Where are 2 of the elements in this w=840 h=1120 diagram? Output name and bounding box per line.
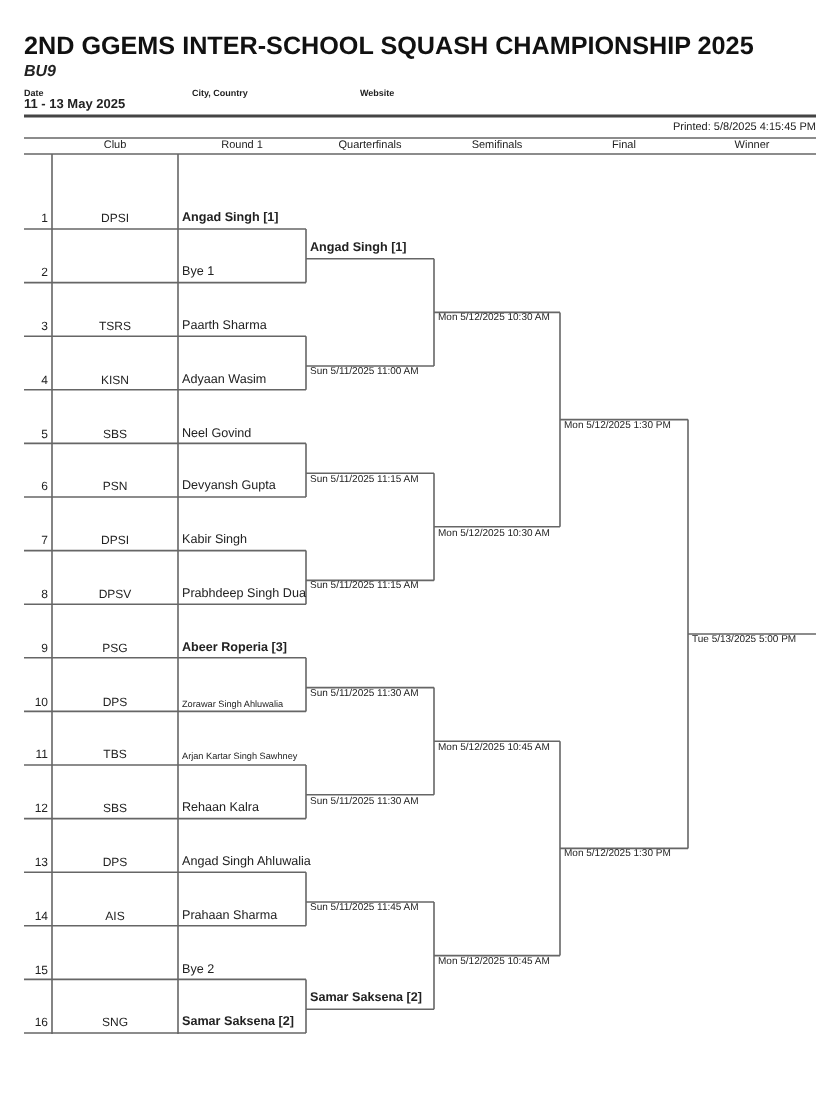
page-title: 2ND GGEMS INTER-SCHOOL SQUASH CHAMPIONSHIP 2025: [24, 34, 754, 60]
category-label: BU9: [24, 64, 57, 80]
